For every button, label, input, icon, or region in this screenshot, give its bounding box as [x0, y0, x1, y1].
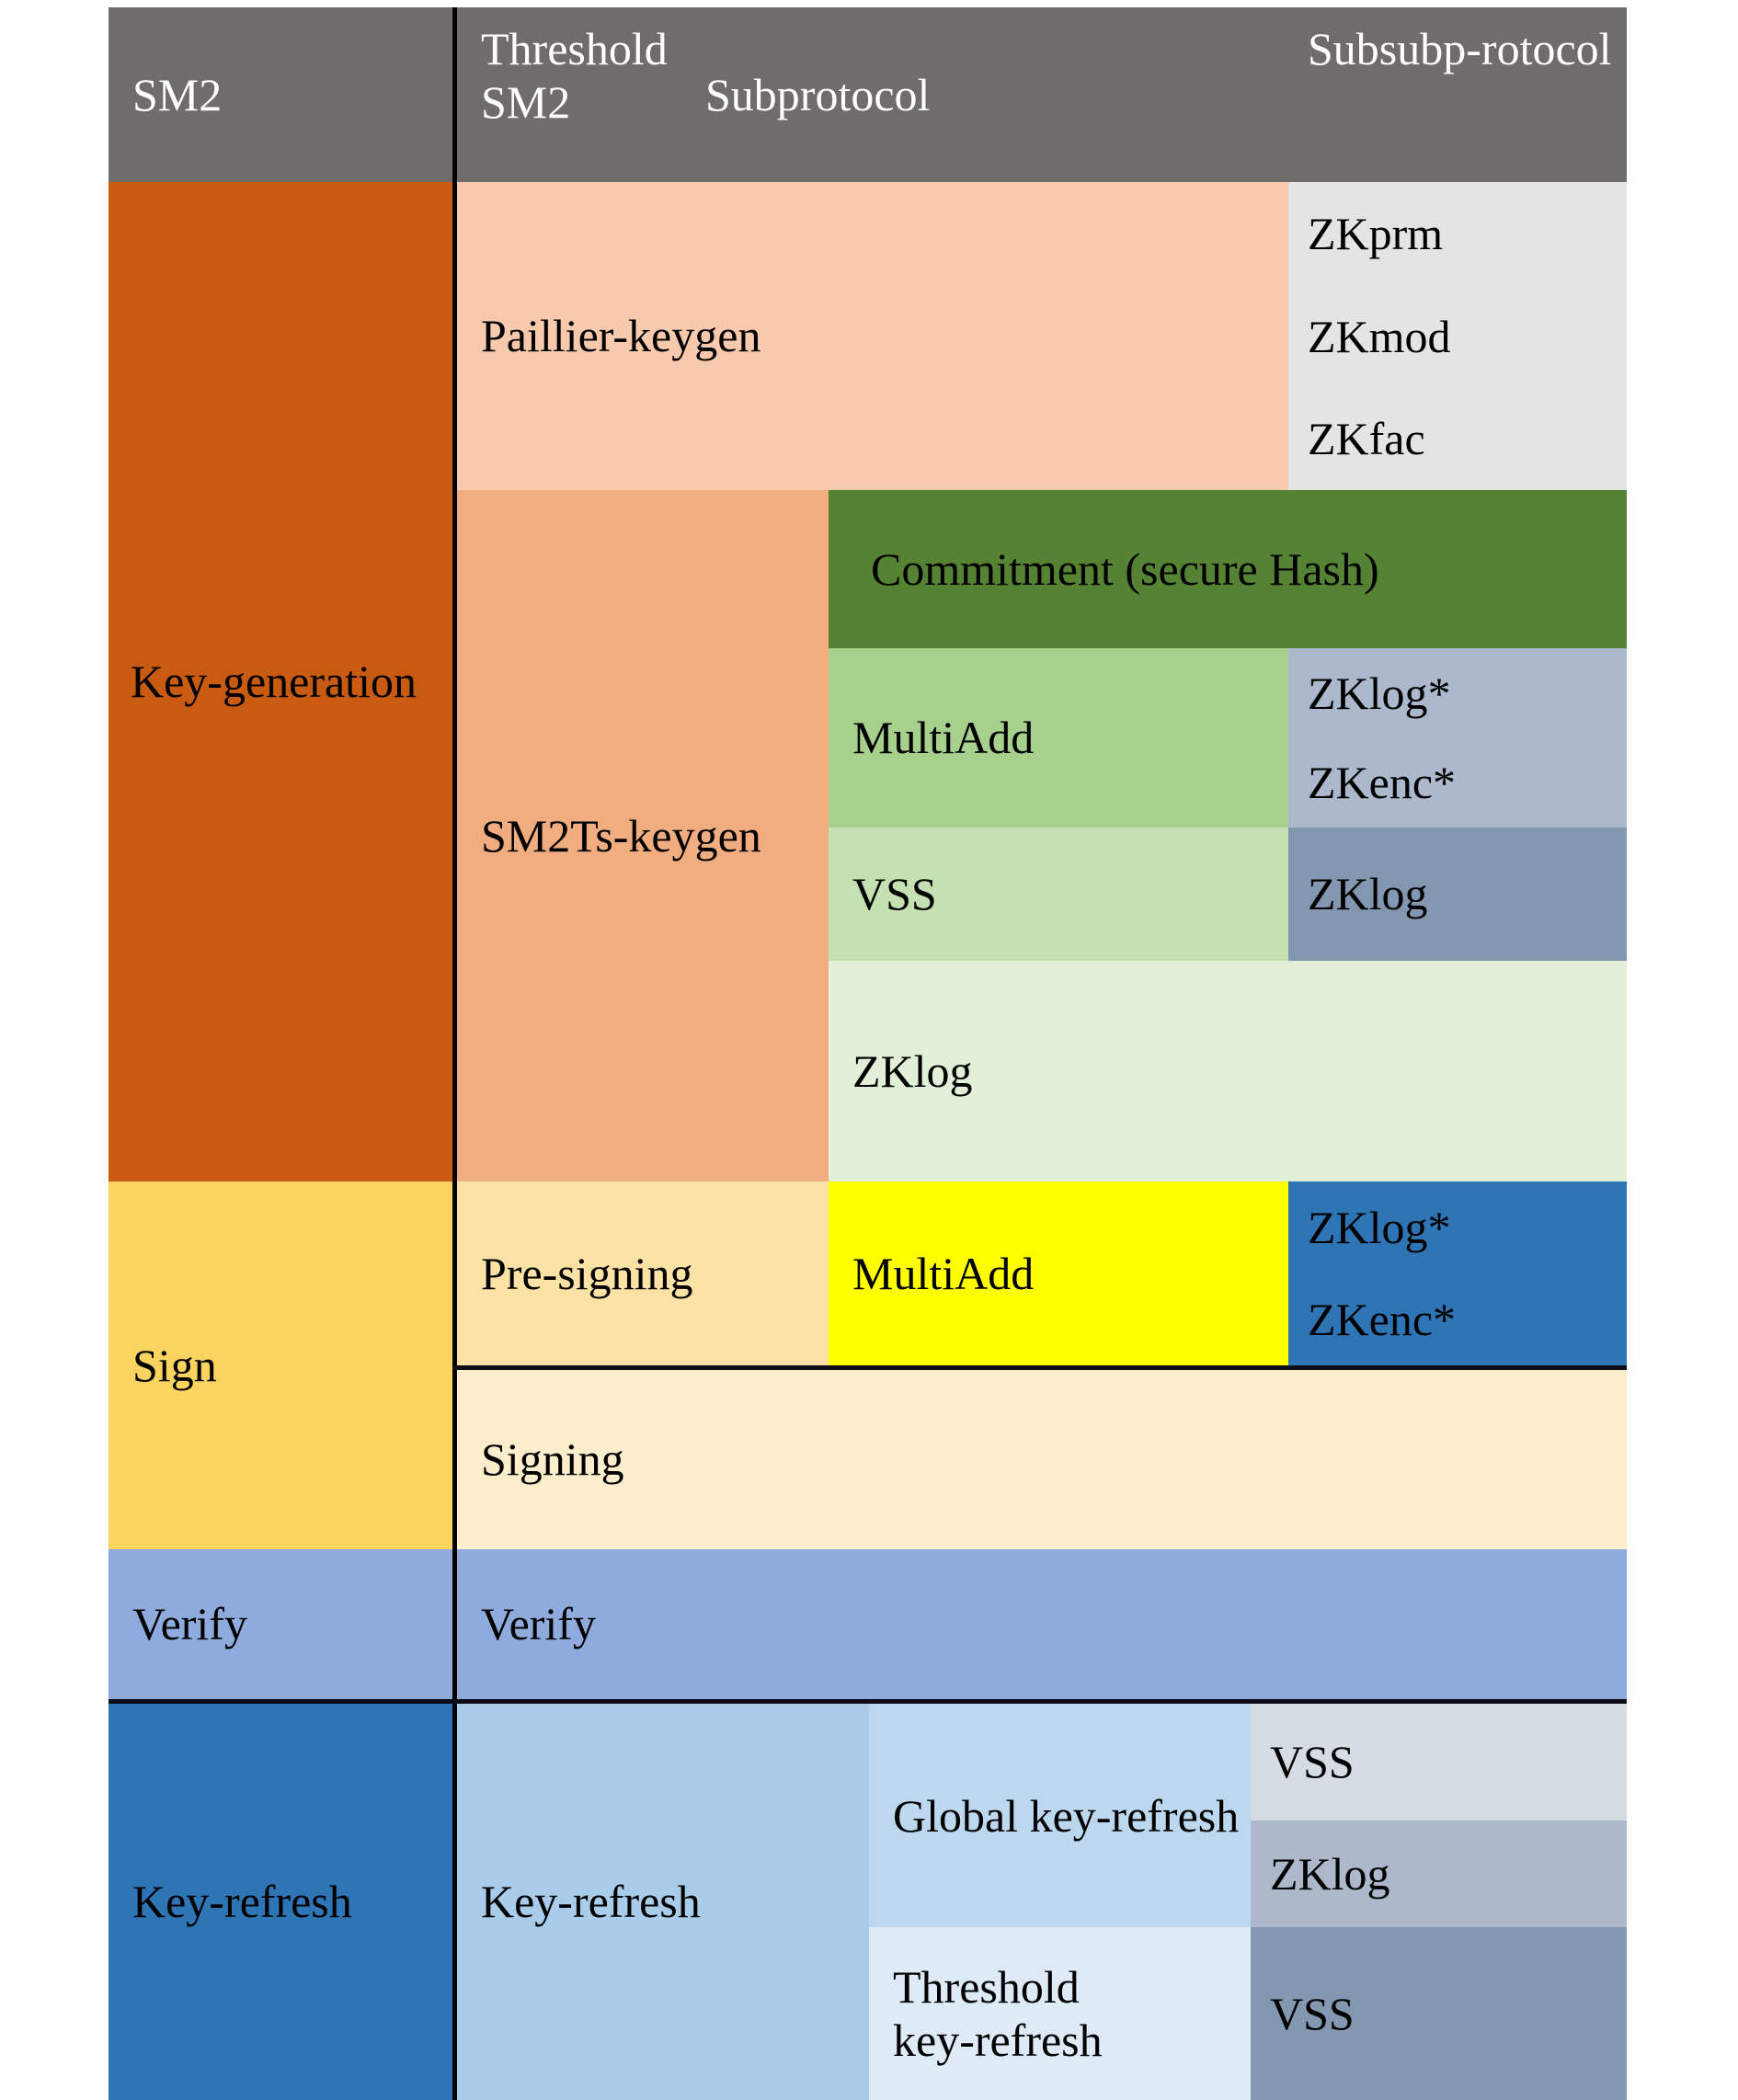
- label-zklog-global-refresh: ZKlog: [1270, 1847, 1390, 1900]
- header-label-threshold-sm2: Threshold SM2: [481, 23, 668, 128]
- cell-paillier-subsub-group: ZKprm ZKmod ZKfac: [1288, 182, 1627, 490]
- label-vss-keygen: VSS: [852, 868, 937, 920]
- label-pre-signing: Pre-signing: [481, 1247, 693, 1299]
- label-key-refresh-subprotocol: Key-refresh: [481, 1876, 701, 1928]
- label-sign: Sign: [132, 1339, 217, 1391]
- cell-verify-subprotocol: Verify: [457, 1549, 1627, 1699]
- label-zklog-keygen: ZKlog: [852, 1044, 973, 1097]
- cell-pre-signing: Pre-signing: [457, 1181, 829, 1365]
- label-zklog-star-sign: ZKlog*: [1308, 1201, 1451, 1253]
- label-zklog-star-keygen: ZKlog*: [1308, 667, 1451, 719]
- cell-sm2-sign: Sign: [109, 1181, 452, 1549]
- divider-horizontal-sign: [452, 1365, 1627, 1370]
- cell-zkmod: ZKmod: [1288, 285, 1627, 388]
- label-zkfac: ZKfac: [1308, 413, 1425, 465]
- cell-commitment: Commitment (secure Hash): [829, 490, 1627, 648]
- label-zklog-vss-keygen: ZKlog: [1308, 868, 1428, 920]
- label-signing: Signing: [481, 1433, 624, 1486]
- label-zkmod: ZKmod: [1308, 310, 1451, 362]
- label-paillier-keygen: Paillier-keygen: [481, 310, 761, 362]
- label-zkenc-star-keygen: ZKenc*: [1308, 757, 1457, 809]
- cell-sm2-key-refresh: Key-refresh: [109, 1704, 452, 2100]
- cell-zklog-global-refresh: ZKlog: [1251, 1820, 1627, 1927]
- header-label-subprotocol: Subprotocol: [705, 68, 931, 120]
- protocol-table: SM2 Threshold SM2 Subprotocol Subsubp-ro…: [109, 7, 1627, 2100]
- label-vss-global-refresh: VSS: [1270, 1736, 1355, 1788]
- cell-sm2-key-generation: Key-generation: [109, 182, 452, 1181]
- cell-key-refresh-subprotocol: Key-refresh: [457, 1704, 869, 2100]
- label-vss-threshold-refresh: VSS: [1270, 1987, 1355, 2039]
- cell-presign-subsub-group: ZKlog* ZKenc*: [1288, 1181, 1627, 1365]
- cell-zklog-star-keygen: ZKlog*: [1288, 648, 1627, 738]
- cell-sm2-verify: Verify: [109, 1549, 452, 1699]
- divider-vertical-main: [452, 7, 457, 2100]
- cell-vss-threshold-refresh: VSS: [1251, 1927, 1627, 2100]
- cell-zkenc-star-sign: ZKenc*: [1288, 1273, 1627, 1365]
- cell-paillier-keygen: Paillier-keygen: [457, 182, 1288, 490]
- label-commitment: Commitment (secure Hash): [871, 542, 1379, 595]
- label-multiadd-keygen: MultiAdd: [852, 712, 1035, 764]
- cell-zklog-keygen: ZKlog: [829, 961, 1627, 1181]
- label-sm2ts-keygen: SM2Ts-keygen: [481, 809, 761, 862]
- label-verify-sm2: Verify: [132, 1598, 247, 1650]
- cell-sm2ts-keygen: SM2Ts-keygen: [457, 490, 829, 1181]
- cell-multiadd-sign: MultiAdd: [829, 1181, 1288, 1365]
- cell-zklog-vss-keygen: ZKlog: [1288, 827, 1627, 961]
- label-verify-subprotocol: Verify: [481, 1598, 596, 1650]
- cell-zkenc-star-keygen: ZKenc*: [1288, 738, 1627, 827]
- header-cell-subsubprotocol: Subsubp-rotocol: [1288, 7, 1627, 182]
- header-cell-subprotocol: Subprotocol: [705, 7, 1288, 182]
- header-label-sm2: SM2: [132, 68, 223, 120]
- label-key-refresh-sm2: Key-refresh: [132, 1876, 352, 1928]
- label-global-key-refresh: Global key-refresh: [893, 1789, 1240, 1842]
- cell-global-key-refresh: Global key-refresh: [869, 1704, 1251, 1927]
- cell-vss-global-refresh: VSS: [1251, 1704, 1627, 1820]
- label-zkenc-star-sign: ZKenc*: [1308, 1293, 1457, 1345]
- label-multiadd-sign: MultiAdd: [852, 1247, 1035, 1299]
- cell-vss-keygen: VSS: [829, 827, 1288, 961]
- cell-zkfac: ZKfac: [1288, 388, 1627, 490]
- header-label-subsubprotocol: Subsubp-rotocol: [1308, 23, 1612, 74]
- cell-multiadd-keygen: MultiAdd: [829, 648, 1288, 827]
- label-zkprm: ZKprm: [1308, 207, 1444, 259]
- cell-multiadd-subsub-group: ZKlog* ZKenc*: [1288, 648, 1627, 827]
- cell-zklog-star-sign: ZKlog*: [1288, 1181, 1627, 1273]
- label-key-generation: Key-generation: [131, 656, 417, 708]
- cell-zkprm: ZKprm: [1288, 182, 1627, 285]
- cell-signing: Signing: [457, 1370, 1627, 1549]
- divider-horizontal-keyrefresh: [109, 1699, 1627, 1704]
- header-cell-threshold-sm2: Threshold SM2: [457, 7, 705, 182]
- header-cell-sm2: SM2: [109, 7, 452, 182]
